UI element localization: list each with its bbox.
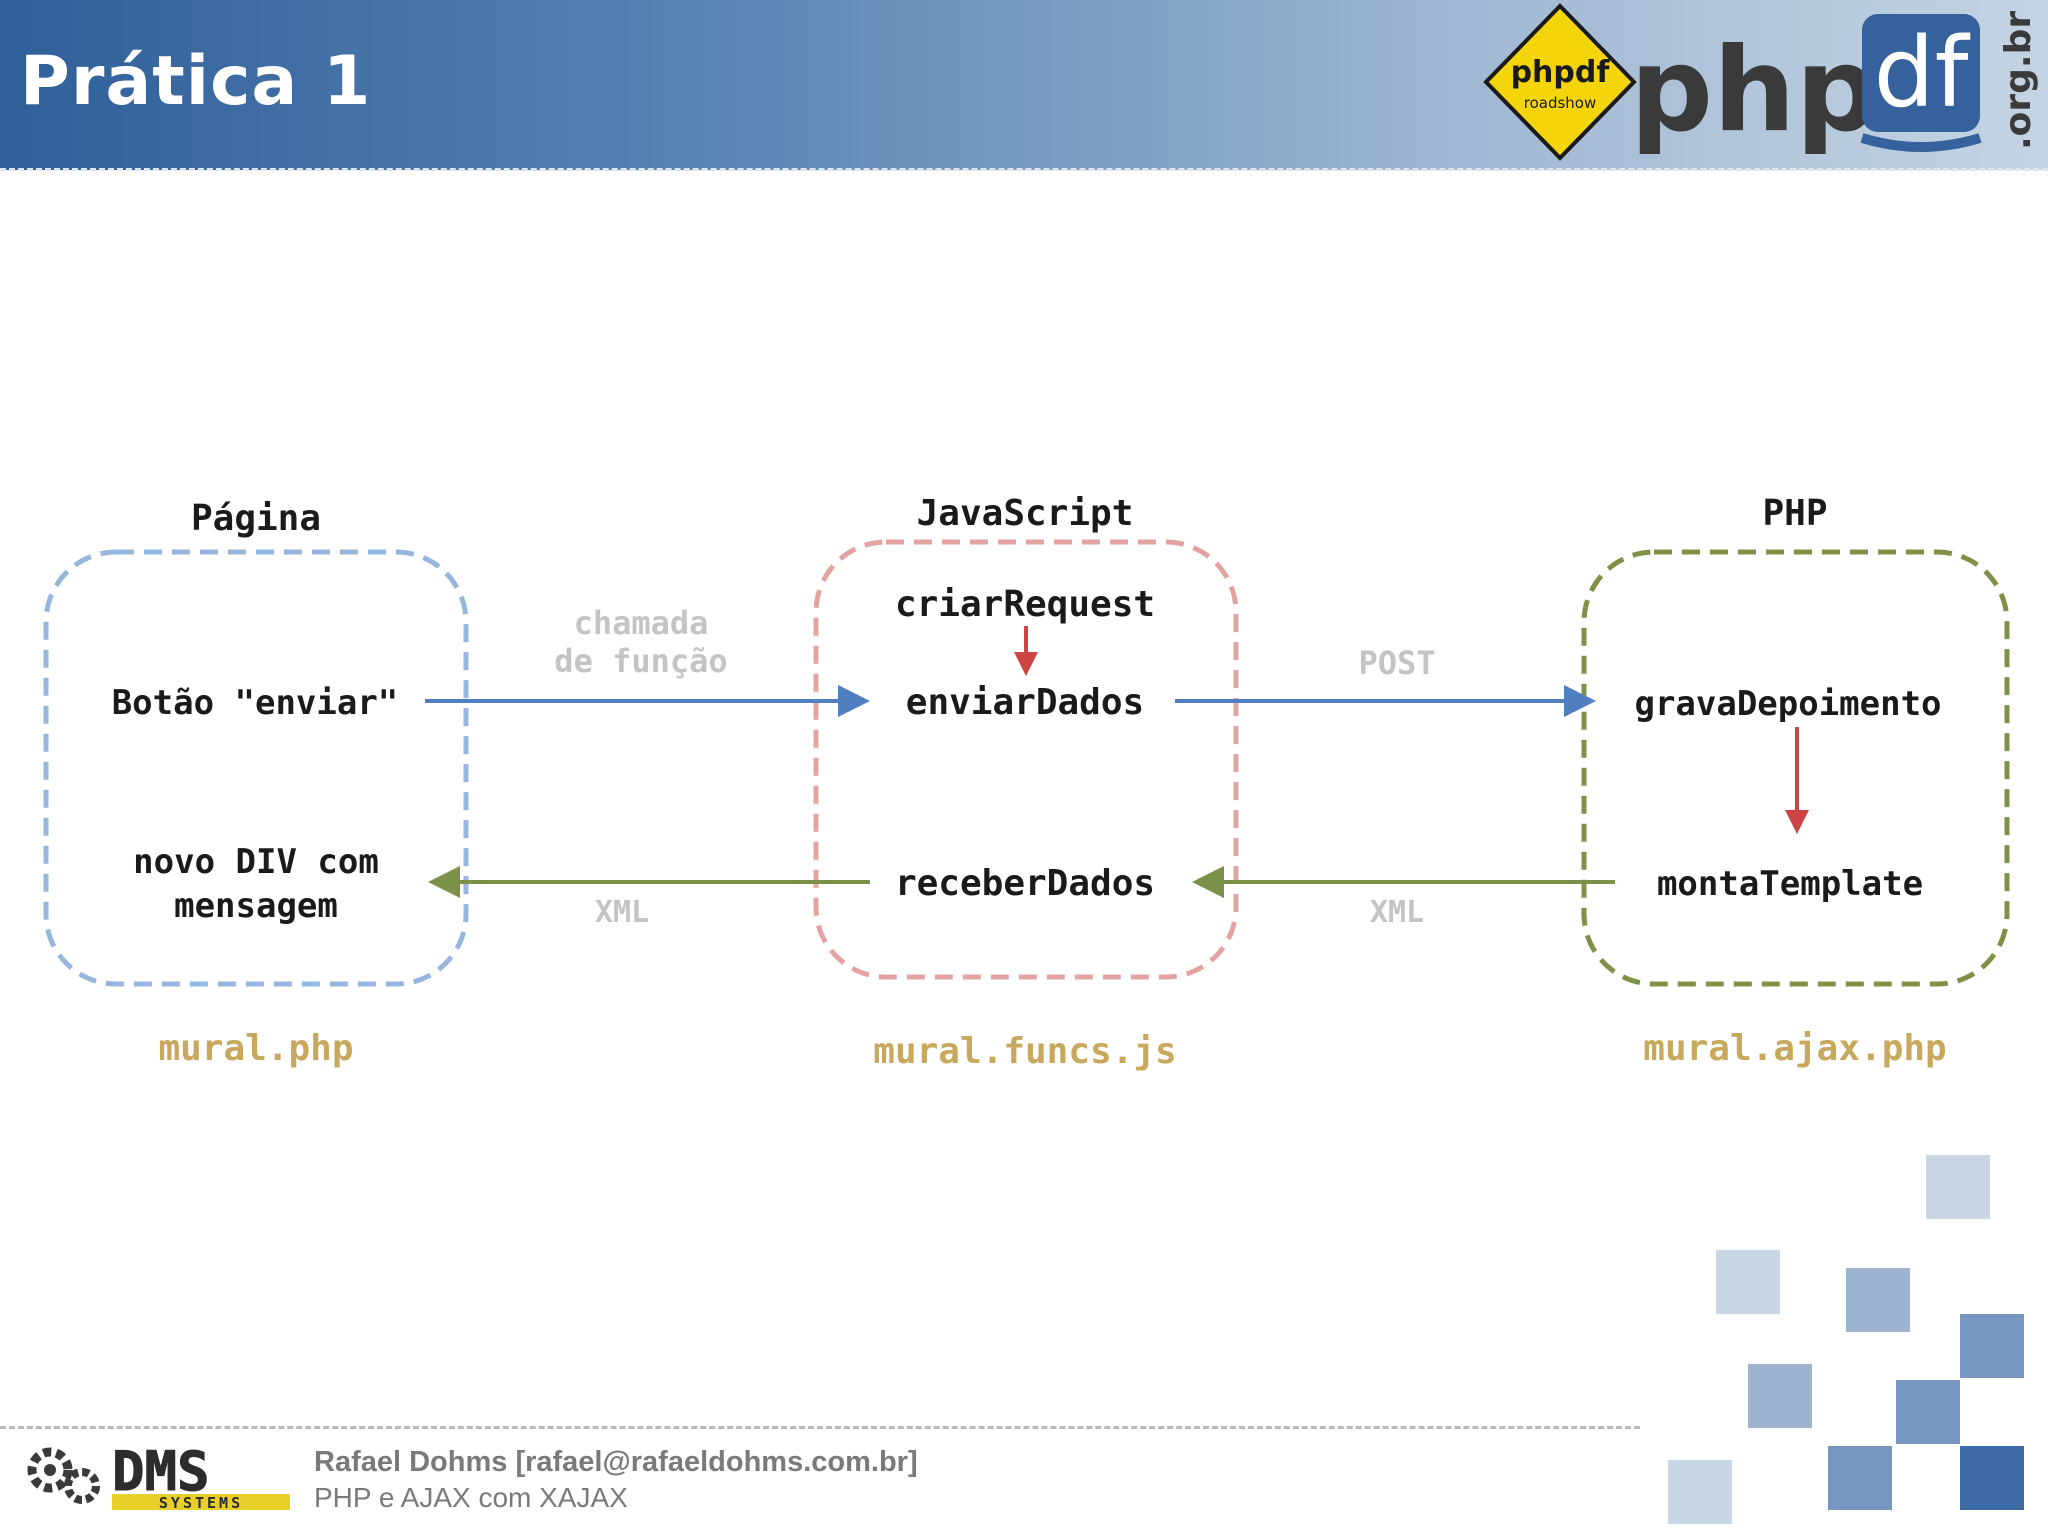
javascript-group-box bbox=[813, 539, 1239, 980]
dms-sub-text: SYSTEMS bbox=[159, 1494, 243, 1512]
dms-systems-bar bbox=[112, 1494, 290, 1510]
roadshow-badge-icon bbox=[1483, 3, 1637, 161]
pagina-file-label: mural.php bbox=[158, 1028, 353, 1069]
xml-label-right: XML bbox=[1370, 895, 1424, 930]
header-divider bbox=[0, 168, 2048, 171]
footer-subtitle: PHP e AJAX com XAJAX bbox=[314, 1482, 628, 1513]
php-group-box bbox=[1581, 549, 2010, 987]
enviar-button-node: Botão "enviar" bbox=[112, 683, 399, 723]
footer-author: Rafael Dohms [rafael@rafaeldohms.com.br] bbox=[314, 1446, 918, 1478]
deco-square bbox=[1828, 1446, 1892, 1510]
post-label: POST bbox=[1358, 644, 1435, 682]
pagina-group-box bbox=[43, 549, 469, 987]
deco-square bbox=[1960, 1314, 2024, 1378]
decorative-squares bbox=[1668, 1155, 2024, 1524]
logo-df-box bbox=[1862, 14, 1980, 132]
deco-square bbox=[1668, 1460, 1732, 1524]
novo-div-node-line1: novo DIV com bbox=[133, 842, 379, 882]
deco-square bbox=[1846, 1268, 1910, 1332]
slide-header bbox=[0, 0, 2048, 170]
grava-depoimento-node: gravaDepoimento bbox=[1634, 684, 1941, 724]
deco-square bbox=[1926, 1155, 1990, 1219]
logo-php-text: php bbox=[1630, 23, 1879, 158]
logo-domain-text: .org.br bbox=[1998, 11, 2039, 150]
pagina-heading: Página bbox=[191, 498, 321, 539]
javascript-file-label: mural.funcs.js bbox=[873, 1031, 1176, 1072]
badge-top-text: phpdf bbox=[1511, 55, 1611, 90]
phpdf-logo: phpdf roadshow php df .org.br bbox=[1483, 3, 2039, 161]
novo-div-node-line2: mensagem bbox=[174, 886, 338, 926]
badge-bottom-text: roadshow bbox=[1524, 94, 1597, 112]
php-heading: PHP bbox=[1762, 493, 1827, 534]
logo-df-text: df bbox=[1874, 17, 1971, 129]
deco-square bbox=[1748, 1364, 1812, 1428]
criar-request-node: criarRequest bbox=[895, 584, 1155, 625]
gears-icon bbox=[27, 1447, 100, 1504]
dms-main-text: DMS bbox=[112, 1440, 210, 1503]
dms-systems-logo: DMS SYSTEMS bbox=[27, 1440, 290, 1512]
deco-square bbox=[1960, 1446, 2024, 1510]
slide-title: Prática 1 bbox=[20, 42, 372, 121]
php-file-label: mural.ajax.php bbox=[1643, 1028, 1946, 1069]
logo-swoosh-icon bbox=[1860, 133, 1982, 152]
enviar-dados-node: enviarDados bbox=[906, 682, 1144, 723]
monta-template-node: montaTemplate bbox=[1657, 864, 1923, 904]
chamada-label-line1: chamada bbox=[574, 604, 709, 642]
deco-square bbox=[1716, 1250, 1780, 1314]
xml-label-left: XML bbox=[595, 895, 649, 930]
deco-square bbox=[1896, 1380, 1960, 1444]
receber-dados-node: receberDados bbox=[895, 863, 1155, 904]
chamada-label-line2: de função bbox=[554, 642, 727, 680]
footer-divider bbox=[0, 1426, 1640, 1429]
javascript-heading: JavaScript bbox=[917, 493, 1134, 534]
